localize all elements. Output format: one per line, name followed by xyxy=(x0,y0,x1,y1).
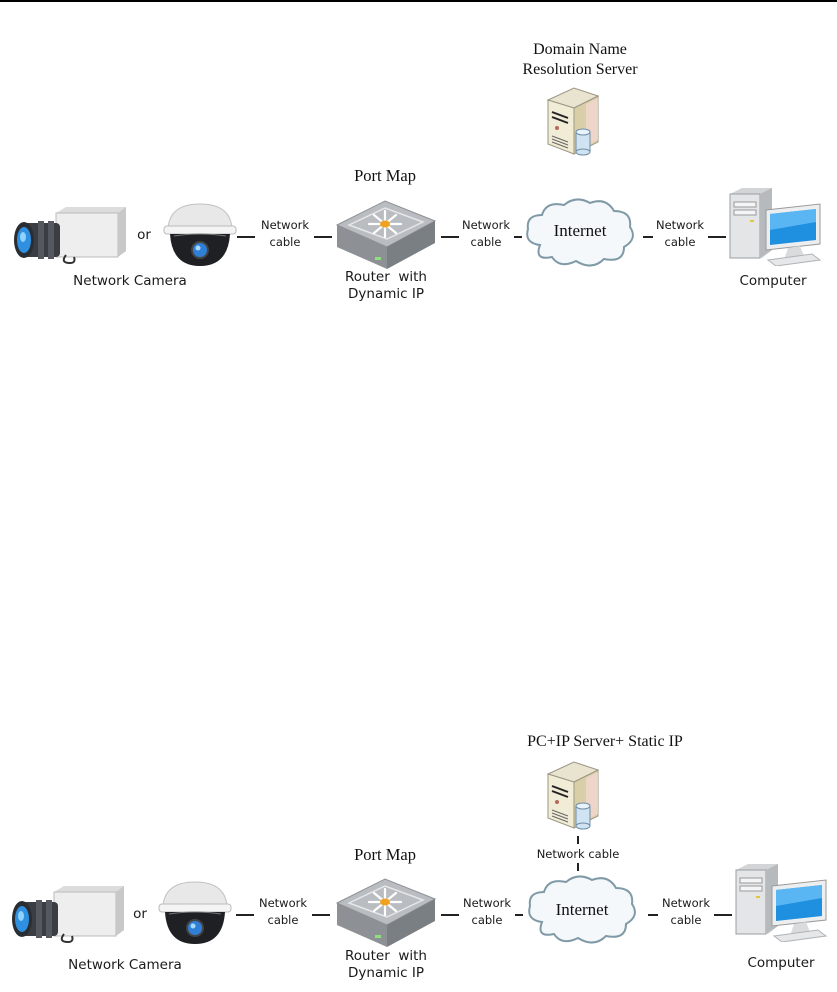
cable-line xyxy=(237,236,255,238)
internet-label: Internet xyxy=(520,221,640,241)
cable-label-line: cable xyxy=(457,912,517,929)
or-label: or xyxy=(128,906,152,923)
port-map-label: Port Map xyxy=(340,845,430,865)
router-label-line: Router with xyxy=(335,948,437,965)
or-label: or xyxy=(132,227,156,244)
cable-label-line: Network xyxy=(456,217,516,234)
router-icon xyxy=(335,195,437,271)
network-camera-label: Network Camera xyxy=(65,957,185,974)
cable-label-router-internet: Network cable xyxy=(457,895,517,929)
cable-line xyxy=(714,914,732,916)
port-map-label: Port Map xyxy=(340,166,430,186)
server-icon xyxy=(540,82,612,158)
cable-label-internet-computer: Network cable xyxy=(650,217,710,251)
dome-camera-icon xyxy=(155,878,235,948)
cable-label-line: cable xyxy=(255,234,315,251)
cable-label-line: Network xyxy=(650,217,710,234)
internet-cloud-icon: Internet xyxy=(522,872,642,948)
internet-label: Internet xyxy=(522,900,642,920)
cable-line-vertical xyxy=(577,836,579,844)
cable-line xyxy=(236,914,254,916)
cable-label-line: Network xyxy=(457,895,517,912)
internet-cloud-icon: Internet xyxy=(520,195,640,271)
cable-label-internet-computer: Network cable xyxy=(656,895,716,929)
cable-label-line: cable xyxy=(656,912,716,929)
router-label-line: Router with xyxy=(335,269,437,286)
computer-icon xyxy=(734,862,830,942)
cable-label-router-internet: Network cable xyxy=(456,217,516,251)
page-top-rule xyxy=(0,0,837,2)
cable-line xyxy=(314,236,332,238)
dns-server-title-line-1: Domain Name xyxy=(500,40,660,60)
cable-label-line: Network xyxy=(656,895,716,912)
dns-server-title: Domain Name Resolution Server xyxy=(500,40,660,80)
network-camera-label: Network Camera xyxy=(70,273,190,290)
dns-server-title-line-2: Resolution Server xyxy=(500,60,660,80)
server-icon xyxy=(540,756,612,832)
box-camera-icon xyxy=(10,203,128,265)
computer-icon xyxy=(728,186,824,266)
router-label-line: Dynamic IP xyxy=(335,965,437,982)
dome-camera-icon xyxy=(160,200,240,270)
computer-label: Computer xyxy=(736,955,826,972)
cable-label-camera-router: Network cable xyxy=(253,895,313,929)
ip-server-title: PC+IP Server+ Static IP xyxy=(480,732,730,752)
cable-label-line: cable xyxy=(456,234,516,251)
router-label: Router with Dynamic IP xyxy=(335,269,437,303)
cable-label-line: Network xyxy=(253,895,313,912)
router-icon xyxy=(335,873,437,949)
cable-line xyxy=(312,914,330,916)
router-label: Router with Dynamic IP xyxy=(335,948,437,982)
cable-label-line: cable xyxy=(253,912,313,929)
cable-label-camera-router: Network cable xyxy=(255,217,315,251)
computer-label: Computer xyxy=(728,273,818,290)
router-label-line: Dynamic IP xyxy=(335,286,437,303)
cable-line-vertical xyxy=(577,863,579,871)
cable-label-line: Network xyxy=(255,217,315,234)
box-camera-icon xyxy=(8,882,126,944)
cable-label-server-internet: Network cable xyxy=(528,846,628,863)
cable-line xyxy=(708,236,726,238)
cable-label-line: cable xyxy=(650,234,710,251)
